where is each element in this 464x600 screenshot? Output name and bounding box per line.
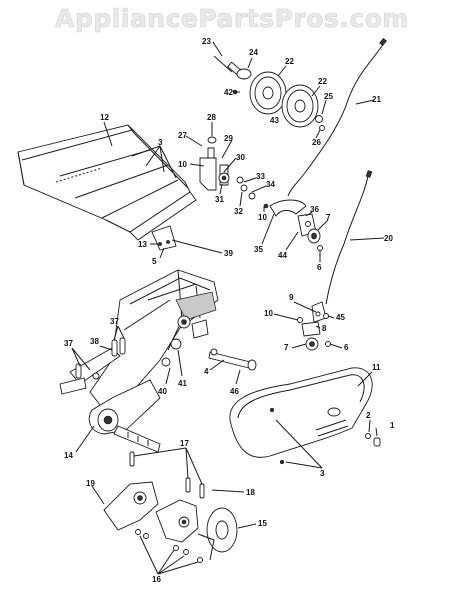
cable-21-part bbox=[287, 37, 387, 197]
leader-lines bbox=[71, 41, 385, 575]
callout-46: 46 bbox=[230, 387, 239, 396]
callout-24: 24 bbox=[249, 48, 258, 57]
callout-22a: 22 bbox=[285, 57, 294, 66]
callout-10b: 10 bbox=[258, 213, 267, 222]
callout-19: 19 bbox=[86, 479, 95, 488]
callout-9: 9 bbox=[289, 293, 294, 302]
callout-11: 11 bbox=[372, 363, 381, 372]
callout-37a: 37 bbox=[110, 317, 119, 326]
callout-22b: 22 bbox=[318, 77, 327, 86]
tine-assembly bbox=[103, 451, 238, 563]
callout-32: 32 bbox=[234, 207, 243, 216]
callout-18: 18 bbox=[246, 488, 255, 497]
callout-10c: 10 bbox=[264, 309, 273, 318]
axle-part bbox=[208, 348, 257, 371]
callout-15: 15 bbox=[258, 519, 267, 528]
callout-3-top: 3 bbox=[158, 138, 163, 147]
callout-36: 36 bbox=[310, 205, 319, 214]
callout-6-top: 6 bbox=[317, 263, 322, 272]
callout-13: 13 bbox=[138, 240, 147, 249]
mounting-bracket-part bbox=[59, 337, 126, 395]
callout-8: 8 bbox=[322, 324, 327, 333]
callout-39: 39 bbox=[224, 249, 233, 258]
callout-29: 29 bbox=[224, 134, 233, 143]
callout-20: 20 bbox=[384, 234, 393, 243]
callout-34: 34 bbox=[266, 180, 275, 189]
callout-3-bottom: 3 bbox=[320, 469, 325, 478]
callout-7-top: 7 bbox=[326, 213, 331, 222]
callout-25: 25 bbox=[324, 92, 333, 101]
callout-labels: 23 24 22 22 42 43 25 26 21 12 3 27 28 29… bbox=[64, 37, 395, 584]
callout-23: 23 bbox=[202, 37, 211, 46]
callout-10a: 10 bbox=[178, 160, 187, 169]
callout-44: 44 bbox=[278, 251, 287, 260]
callout-33: 33 bbox=[256, 172, 265, 181]
callout-7-bottom: 7 bbox=[284, 343, 289, 352]
callout-27: 27 bbox=[178, 131, 187, 140]
callout-38: 38 bbox=[90, 337, 99, 346]
callout-4: 4 bbox=[204, 367, 209, 376]
rear-flap-part bbox=[151, 225, 177, 251]
callout-45: 45 bbox=[336, 313, 345, 322]
idler-arm-assembly bbox=[269, 199, 323, 251]
callout-37b: 37 bbox=[64, 339, 73, 348]
tine-shield-part bbox=[17, 124, 197, 241]
callout-14: 14 bbox=[64, 451, 73, 460]
callout-17: 17 bbox=[180, 439, 189, 448]
callout-26: 26 bbox=[312, 138, 321, 147]
callout-41: 41 bbox=[178, 379, 187, 388]
cable-20-part bbox=[325, 170, 373, 305]
pulley-assembly bbox=[213, 55, 325, 131]
shift-bracket-assembly bbox=[297, 301, 331, 351]
callout-30: 30 bbox=[236, 153, 245, 162]
callout-40: 40 bbox=[158, 387, 167, 396]
watermark: AppliancePartsPros.com bbox=[55, 4, 409, 34]
callout-6-bottom: 6 bbox=[344, 343, 349, 352]
callout-42: 42 bbox=[224, 88, 233, 97]
callout-43: 43 bbox=[270, 116, 279, 125]
belt-cover-part bbox=[229, 367, 381, 465]
transmission-frame-part bbox=[88, 269, 219, 453]
callout-21: 21 bbox=[372, 95, 381, 104]
callout-35: 35 bbox=[254, 245, 263, 254]
callout-28: 28 bbox=[207, 113, 216, 122]
callout-2: 2 bbox=[366, 411, 371, 420]
callout-16: 16 bbox=[152, 575, 161, 584]
callout-31: 31 bbox=[215, 195, 224, 204]
callout-5: 5 bbox=[152, 257, 157, 266]
callout-1: 1 bbox=[390, 421, 395, 430]
callout-12: 12 bbox=[100, 113, 109, 122]
